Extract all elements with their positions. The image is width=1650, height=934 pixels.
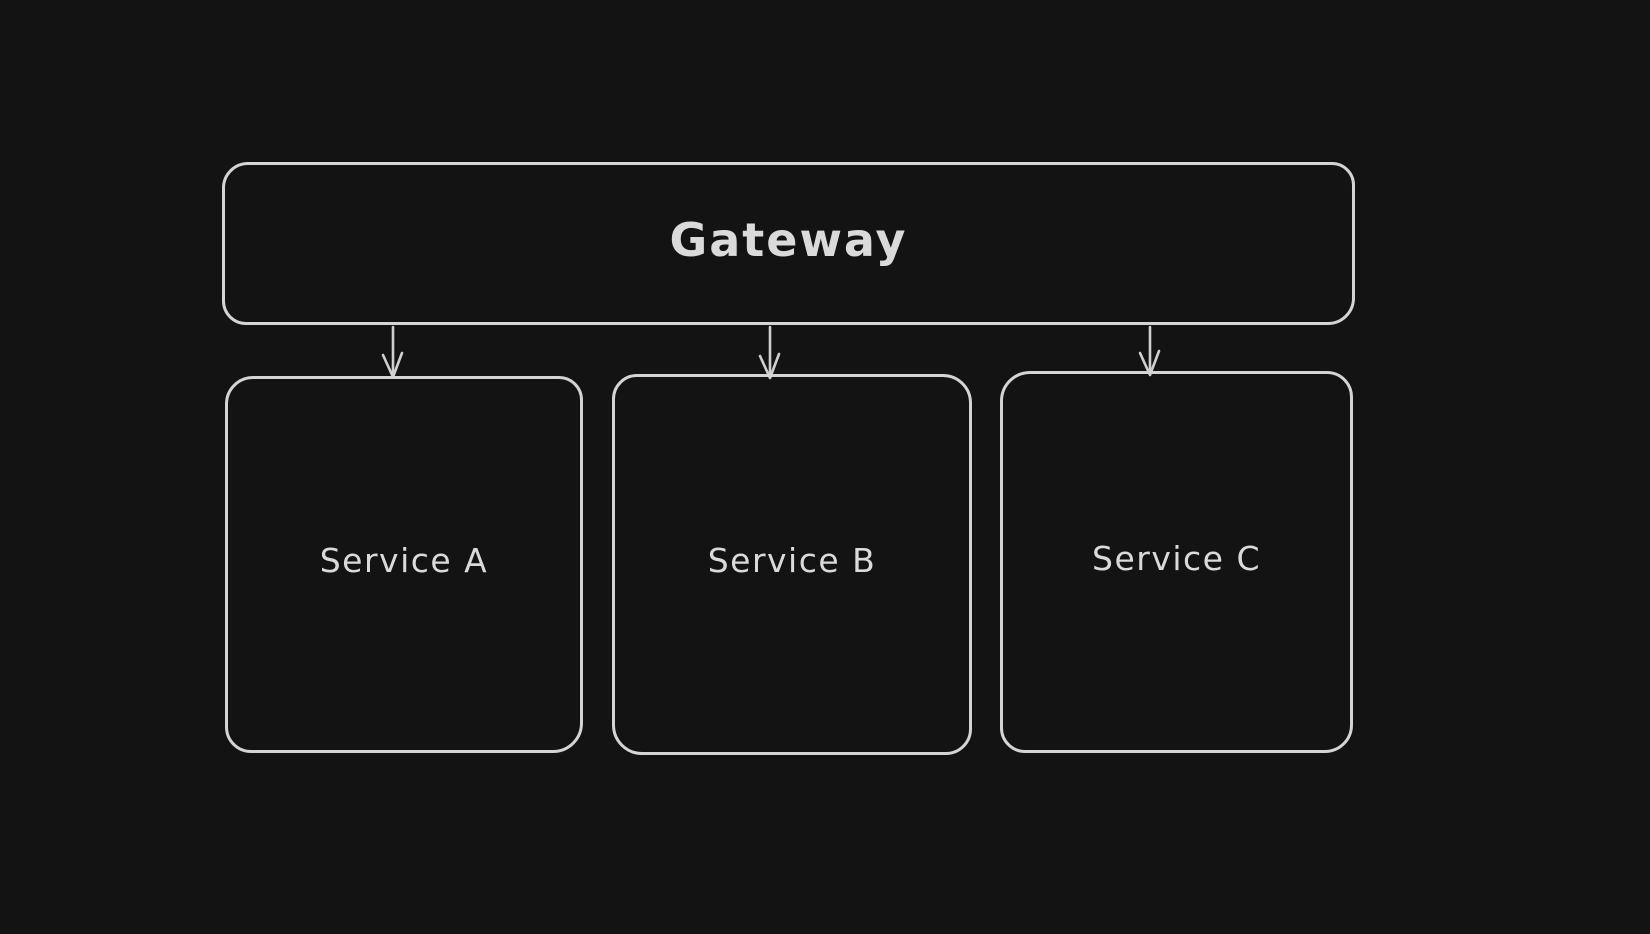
arrow-gateway-to-service-a[interactable] [381, 325, 404, 379]
node-service-c-label: Service C [1092, 538, 1261, 578]
node-service-b[interactable]: Service B [612, 374, 972, 755]
node-gateway-label: Gateway [669, 212, 908, 267]
arrow-gateway-to-service-c[interactable] [1138, 325, 1161, 377]
node-service-b-label: Service B [707, 541, 877, 580]
node-service-a[interactable]: Service A [225, 376, 583, 753]
node-service-a-label: Service A [319, 541, 489, 580]
node-gateway[interactable]: Gateway [222, 162, 1355, 325]
node-service-c[interactable]: Service C [1000, 371, 1353, 753]
arrow-gateway-to-service-b[interactable] [758, 325, 781, 380]
arrowhead-icon [381, 351, 404, 379]
